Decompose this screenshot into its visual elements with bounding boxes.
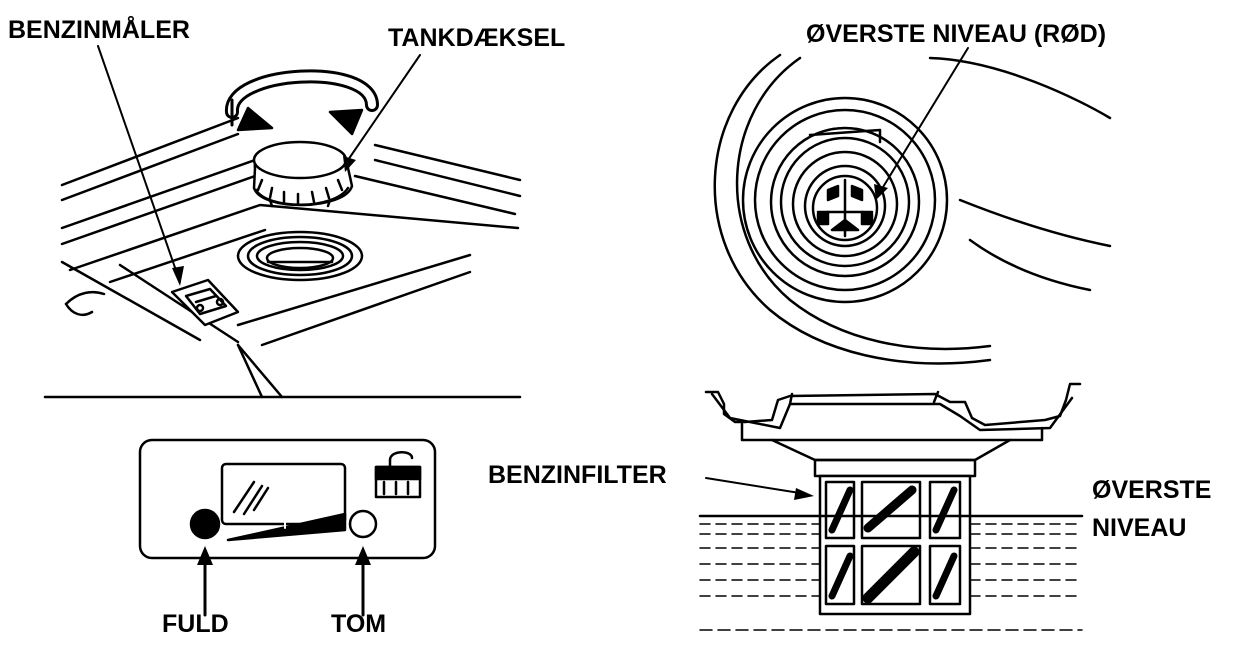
tank-cap-illustration xyxy=(252,140,354,208)
upper-level-red-label: ØVERSTE NIVEAU (RØD) xyxy=(806,20,1107,48)
fuel-pump-icon xyxy=(374,451,422,499)
tank-gauge-window xyxy=(170,278,240,327)
fuel-filter-section xyxy=(698,382,1084,631)
filler-neck-illustration xyxy=(713,53,1112,365)
empty-indicator-dot xyxy=(348,509,378,539)
fuel-gauge-label: BENZINMÅLER xyxy=(8,16,190,44)
upper-level-label-line2: NIVEAU xyxy=(1092,514,1187,542)
full-indicator-dot xyxy=(189,508,221,540)
fuel-gauge-detail xyxy=(138,438,437,617)
tank-cap-label: TANKDÆKSEL xyxy=(388,24,566,52)
rotation-arrow-icon xyxy=(225,69,379,136)
fuel-filter-label: BENZINFILTER xyxy=(488,461,667,489)
tank-top-illustration xyxy=(43,116,522,399)
full-label: FULD xyxy=(162,610,229,638)
empty-label: TOM xyxy=(331,610,387,638)
upper-level-label-line1: ØVERSTE xyxy=(1092,476,1212,504)
